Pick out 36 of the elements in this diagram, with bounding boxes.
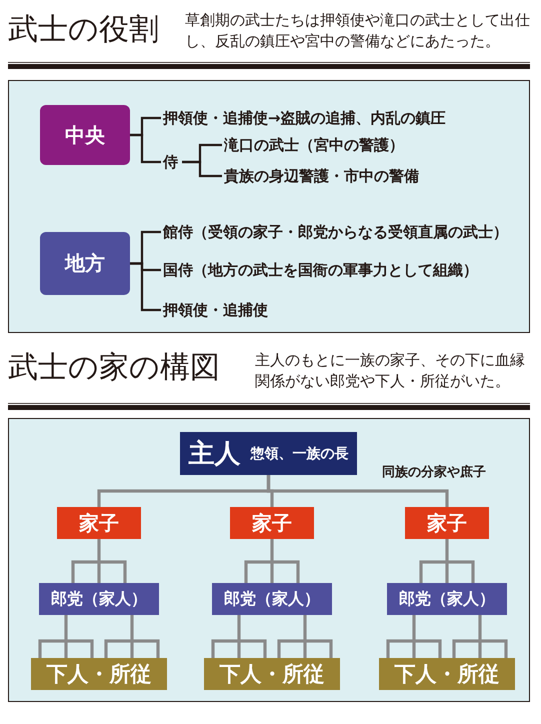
connector-line (130, 262, 161, 312)
connector-line (386, 613, 508, 660)
rank-box: 郎党（家人） (212, 583, 332, 615)
connector-line (130, 134, 161, 164)
rank-box: 郎党（家人） (39, 583, 159, 615)
branch-text: 押領使・追捕使→盗賊の追捕、内乱の鎮圧 (163, 108, 446, 128)
description-text: 草創期の武士たちは押領使や滝口の武士として出仕し、反乱の鎮圧や宮中の警備などにあたった。 (185, 10, 530, 52)
connector-line (211, 613, 333, 660)
connector-line (182, 160, 222, 178)
head-subtitle: 惣領、一族の長 (250, 444, 348, 462)
region-box: 地方 (40, 232, 130, 295)
connector-line (419, 537, 475, 585)
branch-text: 国侍（地方の武士を国衙の軍事力として組織） (163, 260, 478, 280)
branch-text: 侍 (163, 152, 178, 172)
head-title: 主人 (188, 438, 240, 471)
connector-line (71, 537, 127, 585)
branch-text: 館侍（受領の家子・郎党からなる受領直属の武士） (163, 222, 508, 242)
connector-line (38, 613, 160, 660)
section-heading: 武士の役割 (8, 12, 159, 48)
branch-text: 滝口の武士（宮中の警護） (224, 135, 404, 155)
rank-box: 家子 (57, 507, 141, 539)
rank-box: 家子 (230, 507, 314, 539)
rank-box: 家子 (405, 507, 489, 539)
region-box: 中央 (40, 105, 130, 165)
branch-text: 押領使・追捕使 (163, 300, 268, 320)
section-heading: 武士の家の構図 (8, 350, 220, 386)
connector-line (244, 537, 300, 585)
rank-box: 下人・所従 (379, 658, 515, 690)
description-text: 主人のもとに一族の家子、その下に血縁関係がない郎党や下人・所従がいた。 (255, 350, 526, 392)
note-text: 同族の分家や庶子 (382, 464, 486, 482)
rank-box: 下人・所従 (204, 658, 340, 690)
rank-box: 郎党（家人） (387, 583, 507, 615)
connector-line (266, 475, 449, 507)
rank-box: 下人・所従 (31, 658, 167, 690)
branch-text: 貴族の身辺警護・市中の警備 (224, 166, 419, 186)
head-box (180, 432, 357, 475)
